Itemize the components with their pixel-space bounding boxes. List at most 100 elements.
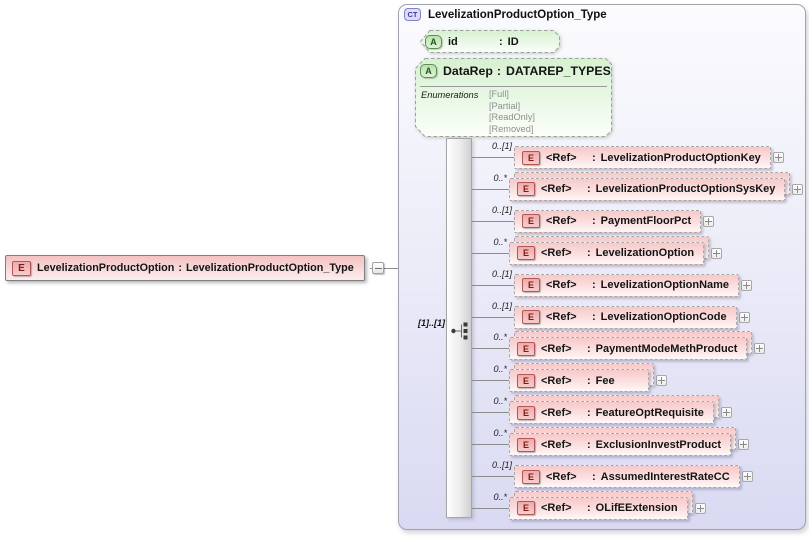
expand-button[interactable] [792, 183, 804, 195]
collapse-button[interactable] [372, 262, 384, 274]
connector-line [472, 316, 514, 318]
root-element-box[interactable]: E LevelizationProductOption : Levelizati… [5, 255, 365, 281]
element-name: :LevelizationOptionName [592, 279, 729, 291]
cardinality-label: 0..* [493, 491, 507, 502]
colon-separator: : [178, 262, 182, 274]
ref-label: <Ref> [541, 374, 572, 387]
element-icon: E [517, 341, 535, 356]
plus-icon [743, 281, 751, 289]
sequence-compositor-icon[interactable] [450, 322, 470, 340]
element-ref-box[interactable]: E<Ref>:LevelizationProductOptionKey [514, 146, 771, 169]
plus-icon [722, 409, 730, 417]
colon-separator: : [592, 151, 596, 164]
element-name-text: LevelizationOptionCode [600, 311, 727, 323]
enumeration-value: [Removed] [489, 123, 534, 134]
cardinality-label: 0..[1] [491, 460, 512, 470]
element-row: 0..[1]E<Ref>:AssumedInterestRateCC [472, 460, 753, 488]
element-icon: E [517, 373, 535, 388]
element-row: 0..*E<Ref>:FeatureOptRequisite [472, 395, 732, 425]
element-ref-box[interactable]: E<Ref>:AssumedInterestRateCC [514, 465, 740, 488]
connector-line [472, 507, 509, 509]
expand-button[interactable] [738, 311, 750, 323]
ref-label: <Ref> [541, 342, 572, 355]
element-name-text: PaymentFloorPct [600, 215, 692, 228]
element-row: 0..*E<Ref>:LevelizationProductOptionSysK… [472, 171, 804, 201]
colon-separator: : [592, 279, 596, 292]
expand-button[interactable] [703, 215, 715, 227]
enumerations-label: Enumerations [421, 90, 479, 100]
connector-line [472, 252, 509, 254]
attribute-datarep-line: A DataRep : DATAREP_TYPES [415, 58, 612, 83]
expand-button[interactable] [737, 439, 749, 451]
element-name-text: LevelizationProductOptionKey [600, 151, 761, 164]
attribute-box-id[interactable]: A id : ID [420, 30, 560, 53]
element-name: :OLifEExtension [587, 502, 678, 514]
element-ref-box[interactable]: E<Ref>:PaymentModeMethProduct [509, 337, 748, 361]
element-name-text: LevelizationProductOptionSysKey [595, 183, 776, 196]
expand-button[interactable] [754, 343, 766, 355]
connector-line [472, 380, 509, 382]
expand-button[interactable] [741, 279, 753, 291]
enumeration-value: [ReadOnly] [489, 112, 535, 123]
element-ref-box[interactable]: E<Ref>:LevelizationOptionName [514, 273, 740, 297]
element-ref-box[interactable]: E<Ref>:LevelizationOption [509, 241, 705, 265]
plus-icon [794, 185, 802, 193]
element-name: : LevelizationProductOptionKey [592, 152, 761, 164]
element-icon: E [522, 469, 540, 484]
plus-icon [705, 217, 713, 225]
element-icon: E [517, 405, 535, 420]
expand-button[interactable] [711, 247, 723, 259]
element-name-text: AssumedInterestRateCC [600, 470, 730, 483]
expand-button[interactable] [720, 407, 732, 419]
colon-separator: : [587, 247, 591, 260]
attribute-box-outline [415, 58, 612, 137]
sequence-cardinality-label: [1]..[1] [418, 318, 445, 328]
ref-label: <Ref> [541, 438, 572, 451]
expand-button[interactable] [741, 471, 753, 482]
expand-button[interactable] [656, 375, 667, 387]
colon-separator: : [592, 470, 596, 483]
plus-icon [713, 249, 721, 257]
colon-separator: : [587, 502, 591, 515]
element-icon: E [522, 150, 540, 165]
cardinality-label: 0..[1] [491, 204, 512, 215]
connector-line [472, 157, 514, 158]
element-ref-box[interactable]: E<Ref>:PaymentFloorPct [514, 209, 702, 233]
element-name-text: Fee [595, 374, 615, 387]
element-icon: E [517, 501, 535, 516]
element-icon: E [517, 246, 535, 261]
attribute-name: DataRep [443, 63, 493, 78]
facets-divider [420, 86, 607, 87]
cardinality-label: 0..* [493, 396, 507, 407]
ref-label: <Ref> [541, 406, 572, 419]
element-name: :PaymentFloorPct [592, 215, 691, 227]
colon-separator: : [587, 342, 591, 355]
attribute-box-outline [420, 30, 560, 53]
plus-icon [739, 441, 747, 449]
plus-icon [774, 154, 782, 161]
element-ref-box[interactable]: E<Ref>:ExclusionInvestProduct [509, 433, 731, 457]
element-ref-box[interactable]: E<Ref>:LevelizationProductOptionSysKey [509, 177, 786, 201]
cardinality-label: 0..[1] [491, 268, 512, 279]
connector-line [472, 476, 514, 477]
element-ref-box[interactable]: E<Ref>:LevelizationOptionCode [514, 305, 737, 329]
cardinality-label: 0..[1] [491, 141, 512, 151]
element-name: : AssumedInterestRateCC [592, 471, 730, 483]
attribute-box-datarep[interactable]: A DataRep : DATAREP_TYPES Enumerations [… [415, 58, 612, 137]
element-ref-box[interactable]: E<Ref>:OLifEExtension [509, 496, 688, 520]
element-name: :Fee [587, 375, 615, 387]
element-name: :ExclusionInvestProduct [587, 439, 721, 451]
colon-separator: : [587, 438, 591, 451]
plus-icon [740, 313, 748, 321]
element-ref-box[interactable]: E <Ref> :Fee [509, 369, 649, 393]
element-row: 0..[1]E<Ref>:PaymentFloorPct [472, 205, 715, 233]
expand-button[interactable] [694, 502, 706, 514]
plus-icon [756, 345, 764, 353]
attribute-id-line: A id : ID [420, 30, 560, 53]
connector-line [472, 220, 514, 222]
element-row: 0..*E<Ref>:ExclusionInvestProduct [472, 427, 749, 457]
element-ref-box[interactable]: E<Ref>:FeatureOptRequisite [509, 401, 714, 425]
expand-button[interactable] [772, 152, 784, 163]
element-name-text: LevelizationOption [595, 247, 695, 260]
